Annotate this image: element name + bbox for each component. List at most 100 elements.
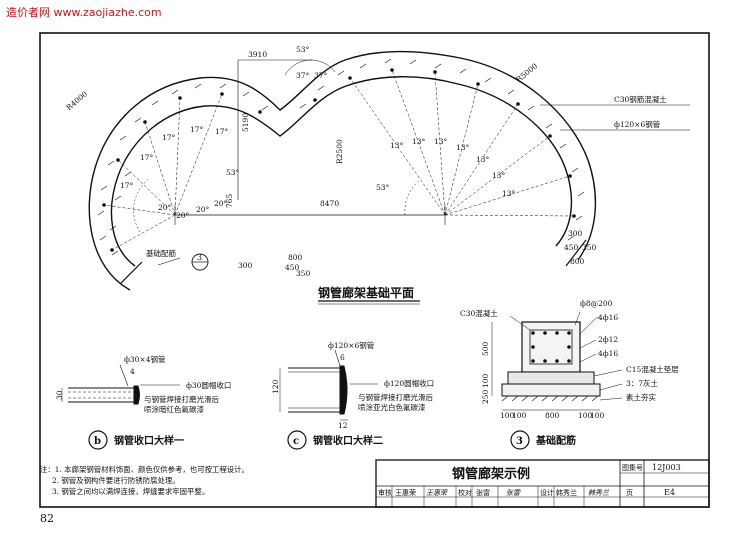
angle-13e: 13° (476, 155, 490, 164)
dim-5190: 5190 (241, 113, 250, 132)
detail-b-note2: 喷涂暗红色氟碳漆 (144, 404, 204, 414)
detail-b-cap: ф30圆帽收口 (186, 380, 231, 390)
angle-53-left: 53° (226, 168, 240, 177)
dim-r5000: R5000 (514, 61, 539, 84)
atlas-label: 图集号 (622, 463, 643, 472)
detail-3-lime: 3：7灰土 (626, 378, 659, 388)
dim-300a: 300 (238, 261, 253, 270)
radial-rays (103, 69, 575, 251)
dim-350a: 350 (296, 269, 311, 278)
detail-3-title: 基础配筋 (535, 434, 576, 447)
detail-b-letter: b (94, 436, 101, 447)
label-foundation-rebar: 基础配筋 (146, 248, 176, 258)
detail-b-dim4: 4 (130, 367, 135, 376)
angle-17b: 17° (140, 153, 154, 162)
title-block (375, 459, 710, 508)
angle-20d: 20° (214, 199, 228, 208)
angle-20: 20° (158, 203, 172, 212)
dim-300b: 300 (568, 229, 583, 238)
detail-c-title: 钢管收口大样二 (313, 434, 383, 447)
angle-37b: 37° (314, 71, 328, 80)
dim-450b: 450 (564, 243, 579, 252)
detail-3-stirrup: ф8@200 (580, 299, 613, 308)
dim-r2500: R2500 (335, 139, 344, 164)
detail-3-soil: 素土夯实 (626, 392, 656, 402)
sign-review: 王惠荣 (426, 489, 448, 497)
note-1: 注：1. 本廊架钢管材料饰面、颜色仅供参考，也可按工程设计。 (40, 465, 249, 474)
dim-r4000: R4000 (64, 89, 89, 112)
detail-3-bd3: 100 (578, 411, 593, 420)
detail-3-circle (510, 430, 530, 450)
detail-b-note1: 与钢管焊接打磨光滑后 (144, 394, 219, 404)
watermark: 造价者网 www.zaojiazhe.com (6, 6, 162, 19)
detail-c-note2: 喷涂亚光白色氟碳漆 (358, 402, 426, 412)
page-number: 82 (40, 512, 54, 525)
band-inner (110, 76, 573, 267)
sign-design: 韩秀兰 (588, 489, 610, 497)
angle-13d: 13° (456, 143, 470, 152)
detail-c-letter: c (293, 436, 299, 447)
band-hatch (97, 58, 585, 256)
angle-13: 13° (390, 141, 404, 150)
detail-3-bd4: 100 (590, 411, 605, 420)
notes: 注：1. 本廊架钢管材料饰面、颜色仅供参考，也可按工程设计。 2. 钢管及钢构件… (40, 464, 249, 497)
angle-17: 17° (120, 181, 134, 190)
detail-3-bd1: 100 (512, 411, 527, 420)
angle-13g: 13° (502, 189, 516, 198)
role-check: 校对 (458, 488, 472, 497)
angle-53-mid: 53° (376, 183, 390, 192)
detail-b-title: 钢管收口大样一 (114, 434, 184, 447)
detail-3-bd0: 100 (500, 411, 515, 420)
title-block-title: 钢管廊架示例 (452, 466, 530, 482)
detail-3-num: 3 (516, 436, 523, 447)
detail-3-dim500: 500 (481, 341, 490, 356)
dim-765: 765 (225, 193, 234, 208)
detail-c-dim12: 12 (338, 421, 348, 430)
atlas-no: 12J003 (652, 463, 681, 472)
angle-13f: 13° (492, 171, 506, 180)
angle-13c: 13° (434, 137, 448, 146)
detail-c-note1: 与钢管焊接打磨光滑后 (358, 392, 433, 402)
detail-c-circle (287, 430, 307, 450)
label-pipe: ф120×6钢管 (614, 119, 661, 129)
detail-c (279, 349, 378, 421)
detail-b-pipe: ф30×4钢管 (124, 354, 166, 364)
plan-ref-num: 3 (197, 253, 202, 262)
dim-350b: 350 (582, 243, 597, 252)
role-review: 审核 (378, 488, 392, 497)
dim-800a: 800 (288, 253, 303, 262)
angle-53-top: 53° (296, 45, 310, 54)
detail-3-r3: 4ф16 (598, 349, 618, 358)
page-no: E4 (664, 488, 675, 497)
plan-title: 钢管廊架基础平面 (318, 285, 414, 300)
label-concrete: C30钢筋混凝土 (614, 94, 667, 104)
band-outer (88, 50, 597, 291)
angle-17c: 17° (162, 133, 176, 142)
name-review: 王惠荣 (395, 488, 416, 497)
angle-17e: 17° (215, 127, 229, 136)
foundation-plan (88, 50, 690, 291)
angle-13b: 13° (412, 137, 426, 146)
name-design: 韩秀兰 (556, 488, 577, 497)
detail-c-dim6: 6 (340, 353, 345, 362)
detail-c-cap: ф120圆帽收口 (384, 378, 434, 388)
page-label: 页 (626, 489, 633, 497)
note-3: 3. 钢管之间均以满焊连接，焊缝要求牢固平整。 (52, 487, 210, 496)
note-2: 2. 钢管及钢构件要进行防锈防腐处理。 (52, 476, 180, 485)
angle-17d: 17° (190, 125, 204, 134)
detail-3-cushion: C15混凝土垫层 (626, 364, 679, 374)
plan-texts: 3910 5190 8470 765 R4000 R5000 R2500 53°… (64, 45, 667, 278)
dim-8470: 8470 (320, 199, 339, 208)
dim-3910: 3910 (248, 50, 267, 59)
detail-b (61, 364, 180, 405)
detail-3 (491, 311, 623, 411)
detail-c-dim120: 120 (271, 379, 280, 394)
sign-check: 张雷 (506, 489, 521, 497)
detail-3-r1: 4ф16 (598, 313, 618, 322)
sheet-border (39, 32, 710, 508)
angle-20c: 20° (196, 205, 210, 214)
angle-20b: 20° (176, 211, 190, 220)
dim-450: 450 (285, 263, 300, 272)
detail-3-r2: 2ф12 (598, 335, 618, 344)
